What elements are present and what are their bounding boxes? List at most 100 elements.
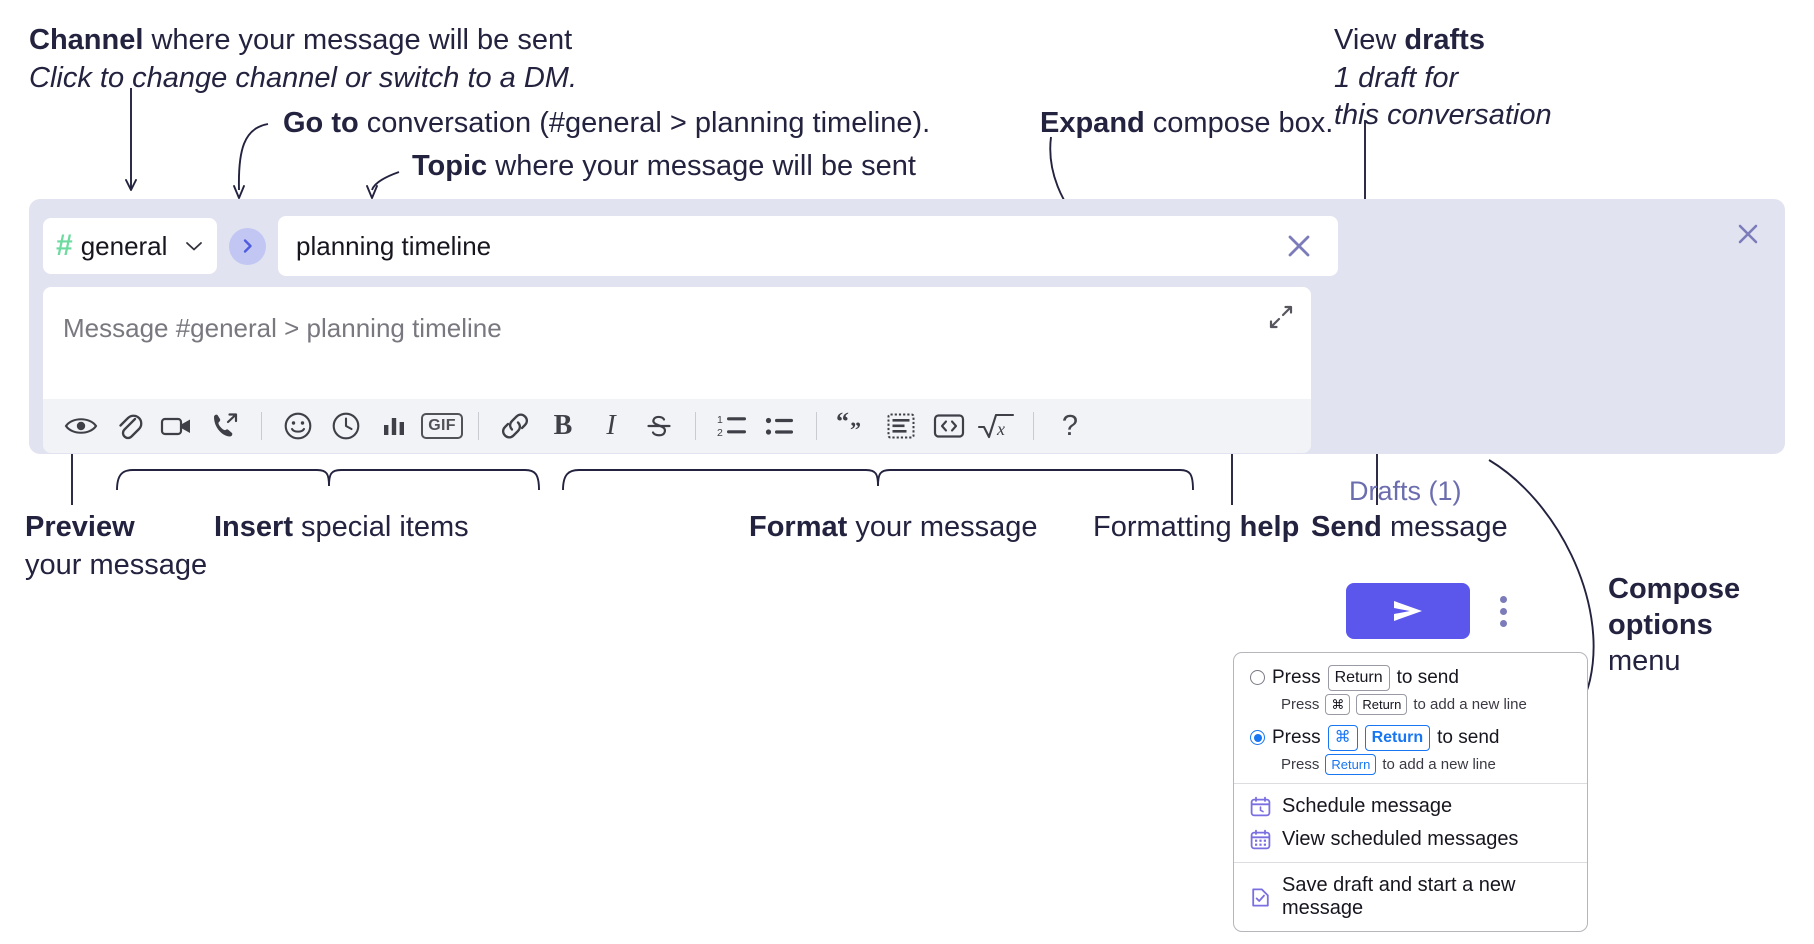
- svg-text:“: “: [836, 412, 849, 436]
- option2-hint-pre: Press: [1281, 756, 1320, 773]
- help-icon[interactable]: ?: [1061, 409, 1079, 442]
- toolbar-separator: [816, 412, 817, 440]
- message-placeholder: Message #general > planning timeline: [63, 313, 502, 343]
- annotation-formatting-help: Formatting help: [1093, 509, 1299, 547]
- strikethrough-icon[interactable]: [635, 404, 683, 448]
- svg-text:2: 2: [717, 427, 723, 439]
- ordered-list-icon[interactable]: 1 2: [708, 404, 756, 448]
- annotation-send: Send message: [1311, 509, 1508, 547]
- option2-pre: Press: [1272, 726, 1321, 748]
- channel-selector[interactable]: # general: [43, 218, 217, 274]
- key-return: Return: [1327, 665, 1390, 691]
- menu-divider: [1234, 862, 1587, 864]
- annotation-send-bold: Send: [1311, 511, 1382, 543]
- radio-cmd-return[interactable]: [1250, 730, 1265, 746]
- option1-hint-post: to add a new line: [1413, 695, 1527, 713]
- menu-item-label: Save draft and start a new message: [1282, 874, 1516, 920]
- option2-post: to send: [1437, 726, 1500, 748]
- annotation-channel: Channel where your message will be sent …: [29, 22, 577, 97]
- menu-item-label: Schedule message: [1282, 795, 1453, 818]
- compose-panel: # general planning timeline Message #gen…: [29, 199, 1785, 639]
- send-option-return[interactable]: Press Return to send Press ⌘ Return to a…: [1234, 663, 1587, 716]
- clear-topic-icon[interactable]: [1282, 229, 1316, 263]
- topic-input[interactable]: planning timeline: [278, 216, 1338, 276]
- menu-item-label: View scheduled messages: [1282, 828, 1519, 851]
- annotation-expand-rest: compose box.: [1144, 107, 1334, 139]
- kebab-dot: [1499, 619, 1507, 627]
- expand-compose-icon[interactable]: [1267, 303, 1295, 331]
- option1-post: to send: [1396, 666, 1459, 688]
- toolbar-separator: [261, 412, 262, 440]
- annotation-format-rest: your message: [847, 511, 1038, 543]
- kebab-dot: [1499, 607, 1507, 615]
- send-button[interactable]: [1346, 583, 1470, 639]
- attachment-icon[interactable]: [105, 404, 153, 448]
- preview-icon[interactable]: [57, 404, 105, 448]
- formatting-toolbar: GIF B I: [43, 399, 1311, 453]
- kebab-dot: [1499, 595, 1507, 603]
- svg-text:x: x: [996, 419, 1005, 439]
- annotation-expand: Expand compose box.: [1040, 105, 1333, 143]
- menu-item-save-draft[interactable]: Save draft and start a new message: [1234, 869, 1587, 925]
- annotation-channel-sub: Click to change channel or switch to a D…: [29, 61, 578, 94]
- bold-icon[interactable]: B: [553, 410, 573, 441]
- annotation-goto-bold: Go to: [283, 107, 359, 139]
- link-icon[interactable]: [491, 404, 539, 448]
- channel-name-label: general: [80, 230, 168, 261]
- svg-text:”: ”: [850, 417, 861, 440]
- video-icon[interactable]: [153, 404, 201, 448]
- italic-icon[interactable]: I: [606, 410, 616, 441]
- annotation-goto: Go to conversation (#general > planning …: [283, 105, 930, 143]
- emoji-icon[interactable]: [274, 404, 322, 448]
- toolbar-separator: [478, 412, 479, 440]
- calendar-clock-icon: [1250, 796, 1271, 817]
- annotation-format: Format your message: [749, 509, 1038, 547]
- chevron-down-icon: [184, 239, 204, 253]
- menu-item-schedule-message[interactable]: Schedule message: [1234, 790, 1587, 823]
- annotation-drafts: View drafts 1 draft for this conversatio…: [1334, 22, 1552, 135]
- code-block-icon[interactable]: [925, 404, 973, 448]
- bullet-list-icon[interactable]: [756, 404, 804, 448]
- annotation-preview-bold: Preview: [25, 511, 135, 543]
- send-option-cmd-return[interactable]: Press ⌘ Return to send Press Return to a…: [1234, 723, 1587, 776]
- menu-item-view-scheduled[interactable]: View scheduled messages: [1234, 823, 1587, 856]
- blockquote-icon[interactable]: “ ”: [829, 404, 877, 448]
- compose-options-button[interactable]: [1490, 589, 1516, 633]
- annotation-insert: Insert special items: [214, 509, 469, 547]
- annotation-insert-bold: Insert: [214, 511, 293, 543]
- drafts-link[interactable]: Drafts (1): [1349, 476, 1462, 506]
- annotation-compose-bold1: Compose: [1608, 573, 1741, 605]
- annotation-drafts-bold: drafts: [1404, 24, 1485, 56]
- option1-hint-pre: Press: [1281, 695, 1320, 713]
- compose-header-row: # general planning timeline: [43, 216, 1338, 276]
- close-panel-icon[interactable]: [1733, 219, 1763, 249]
- annotation-channel-rest: where your message will be sent: [143, 24, 573, 56]
- annotation-topic-bold: Topic: [412, 150, 488, 182]
- calendar-grid-icon: [1250, 829, 1271, 850]
- code-snippet-icon[interactable]: [877, 404, 925, 448]
- poll-icon[interactable]: [370, 404, 418, 448]
- annotation-expand-bold: Expand: [1040, 107, 1145, 139]
- gif-icon[interactable]: GIF: [418, 404, 466, 448]
- math-icon[interactable]: x: [973, 404, 1021, 448]
- key-return-hint: Return: [1356, 693, 1408, 716]
- annotation-preview: Preview your message: [25, 509, 207, 584]
- svg-text:1: 1: [717, 414, 723, 426]
- annotation-compose-options: Compose options menu: [1608, 572, 1740, 680]
- annotation-send-rest: message: [1381, 511, 1508, 543]
- option1-pre: Press: [1272, 666, 1321, 688]
- annotation-goto-rest: conversation (#general > planning timeli…: [358, 107, 931, 139]
- annotation-drafts-sub2: this conversation: [1334, 99, 1552, 132]
- audio-call-icon[interactable]: [201, 404, 249, 448]
- annotation-drafts-pre: View: [1334, 24, 1405, 56]
- menu-divider: [1234, 783, 1587, 785]
- hash-icon: #: [56, 229, 73, 262]
- annotation-drafts-sub1: 1 draft for: [1334, 61, 1459, 94]
- topic-value: planning timeline: [296, 230, 492, 261]
- radio-return[interactable]: [1250, 670, 1265, 686]
- goto-conversation-button[interactable]: [229, 227, 266, 265]
- toolbar-separator: [695, 412, 696, 440]
- annotation-insert-rest: special items: [292, 511, 469, 543]
- annotation-format-bold: Format: [749, 511, 848, 543]
- clock-icon[interactable]: [322, 404, 370, 448]
